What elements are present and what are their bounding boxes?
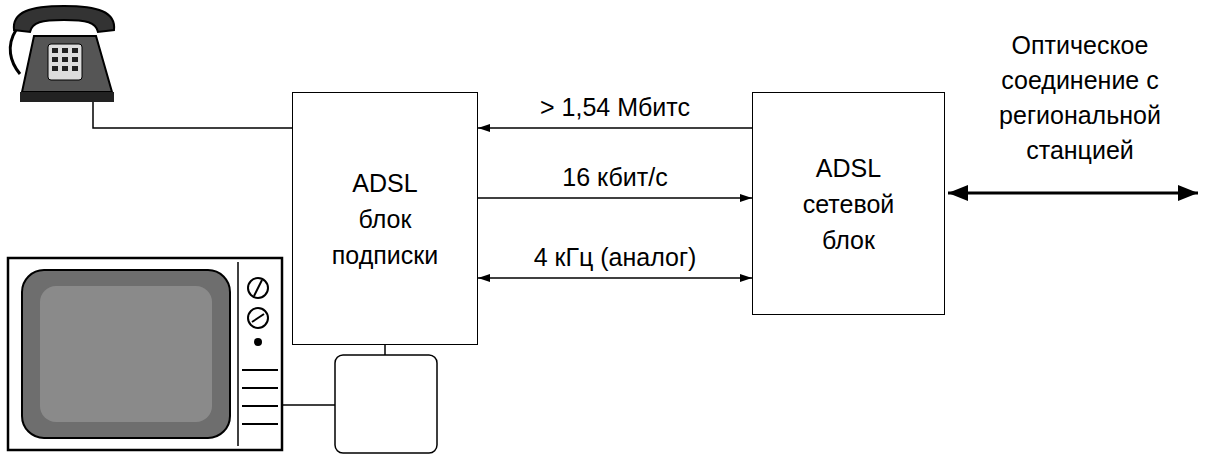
signal-arrow [478, 127, 752, 129]
adsl-unit-box: ADSL блок подписки [292, 92, 478, 345]
television-icon [8, 258, 282, 450]
signal-arrow [478, 197, 752, 199]
box-label: ADSL сетевой блок [803, 150, 895, 258]
tv-wire [384, 344, 386, 355]
box-label: ADSL блок подписки [332, 165, 438, 273]
optical-link-arrow [948, 192, 1198, 195]
rate-label: 4 кГц (аналог) [530, 242, 701, 272]
telephone-icon [10, 6, 114, 102]
signal-arrow [478, 277, 752, 279]
phone-wire [93, 102, 292, 128]
set-top-box [335, 355, 437, 453]
rate-label: > 1,54 Мбитс [536, 92, 694, 122]
tv-wire [282, 404, 335, 406]
rate-label: 16 кбит/с [558, 162, 671, 192]
adsl-unit-box: ADSL сетевой блок [752, 92, 945, 315]
optical-link-label: Оптическое соединение с региональной ста… [950, 28, 1205, 168]
